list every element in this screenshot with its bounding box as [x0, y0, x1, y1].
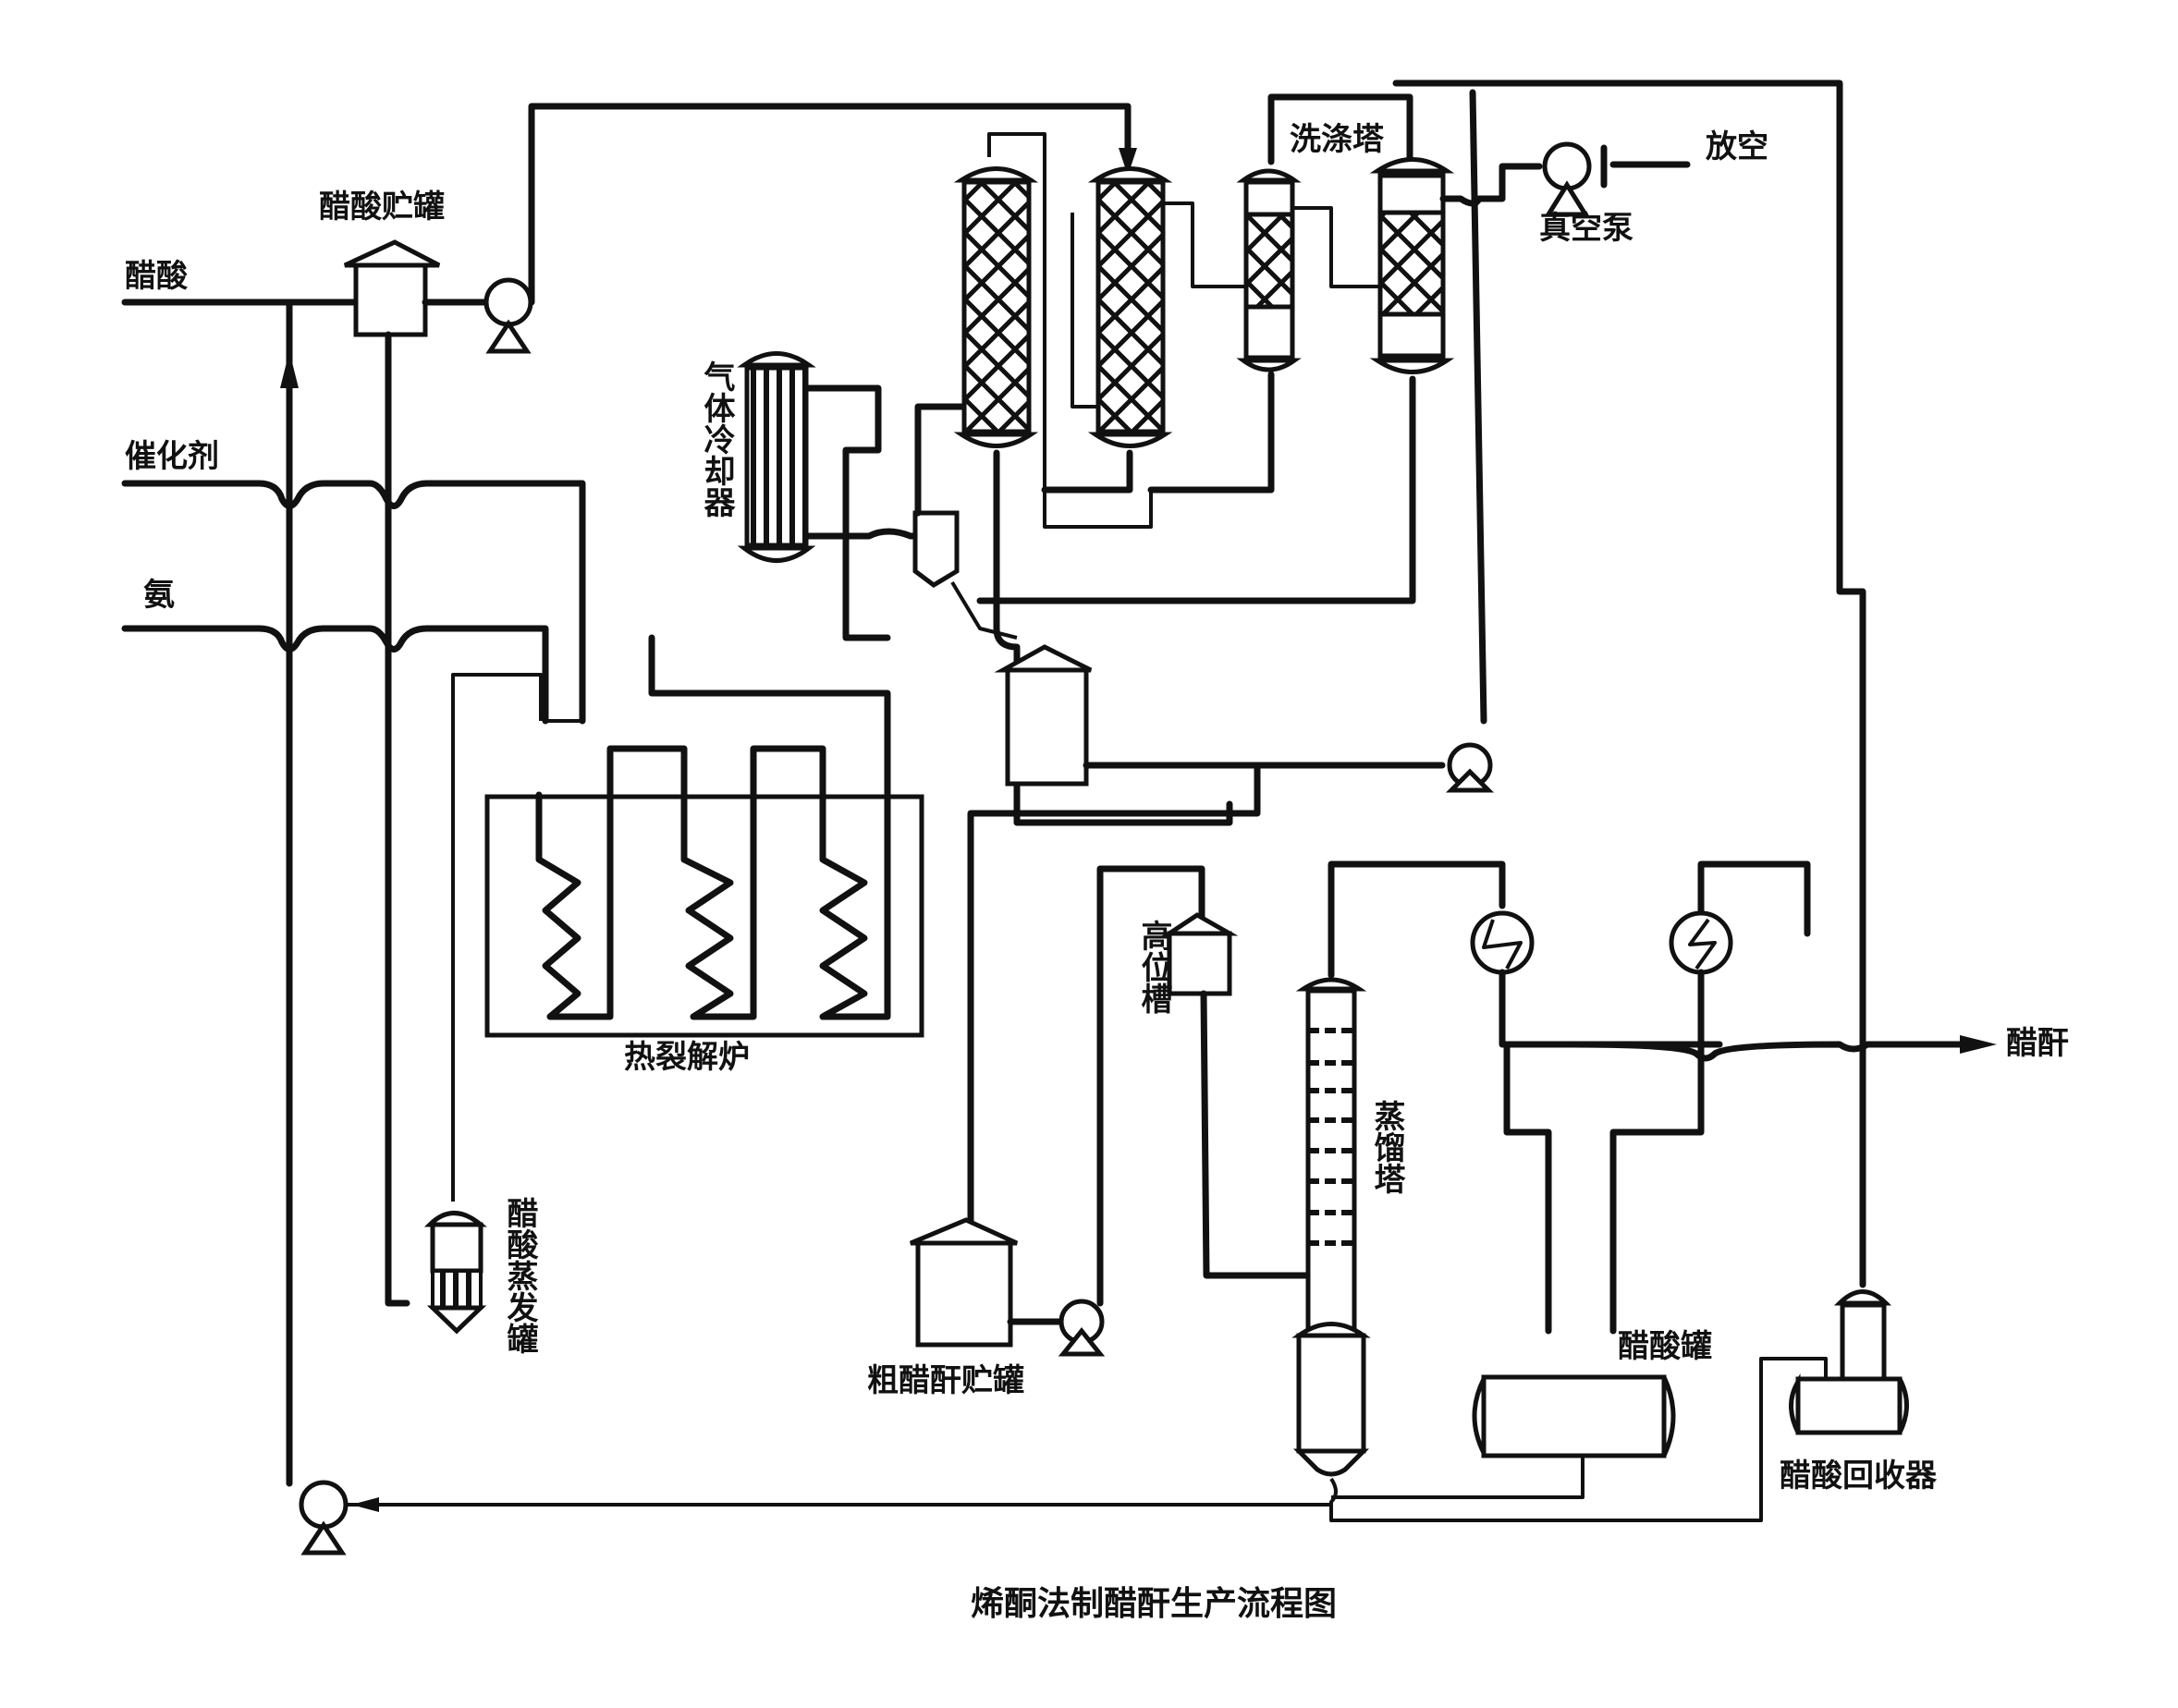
absorber-1: [953, 132, 1233, 826]
head-tank: [1161, 912, 1316, 1325]
label-gas-cooler: 气体冷却器: [698, 360, 736, 518]
label-catalyst-feed: 催化剂: [125, 438, 219, 475]
feed-lines: [121, 299, 586, 1487]
label-vent: 放空: [1706, 128, 1768, 165]
gas-cooler: [737, 351, 919, 641]
scrubber-tower-1: [1147, 93, 1413, 494]
label-head-tank: 高位槽: [1135, 920, 1172, 1014]
acetic-acid-recovery: [1392, 79, 1909, 1435]
label-crude-anhydride-tank: 粗醋酐贮罐: [867, 1362, 1024, 1399]
label-acetic-acid-recovery: 醋酸回收器: [1780, 1458, 1938, 1494]
label-acetic-acid-evaporator: 醋酸蒸发罐: [501, 1197, 538, 1354]
distillation-tower: [1291, 860, 1828, 1522]
acetic-acid-tank: [1331, 1374, 1676, 1499]
label-scrubber-tower: 洗涤塔: [1290, 121, 1385, 158]
catalyst-feed-line: [121, 480, 586, 725]
label-distillation-tower: 蒸馏塔: [1368, 1100, 1405, 1194]
label-vacuum-pump: 真空泵: [1539, 210, 1634, 247]
cracking-furnace: [484, 634, 924, 1038]
acetic-acid-evaporator: [423, 673, 543, 1335]
condenser-2: [1568, 860, 1997, 1335]
product-arrow-icon: [1960, 1035, 1997, 1054]
vacuum-pump: [1542, 141, 1691, 217]
separator: [912, 403, 1018, 640]
feed-pump: [483, 103, 1137, 354]
label-cracking-furnace: 热裂解炉: [624, 1039, 750, 1076]
ammonia-feed-line: [121, 625, 549, 725]
recycle-arrow-icon: [280, 351, 299, 388]
label-acetic-acid-tank: 醋酸罐: [1618, 1328, 1712, 1365]
absorber-2: [1041, 166, 1248, 494]
figure-caption: 烯酮法制醋酐生产流程图: [971, 1584, 1337, 1623]
crude-anhydride-tank: [910, 865, 1205, 1357]
scrubber-tower-2: [976, 89, 1543, 725]
label-product: 醋酐: [2006, 1025, 2069, 1062]
recycle-pump: [299, 1480, 1331, 1556]
label-acetic-acid-feed: 醋酸: [125, 258, 189, 295]
acetic-acid-storage-tank: [343, 239, 494, 1307]
label-ammonia-feed: 氨: [143, 577, 175, 614]
label-acetic-acid-storage-tank: 醋酸贮罐: [319, 189, 445, 226]
